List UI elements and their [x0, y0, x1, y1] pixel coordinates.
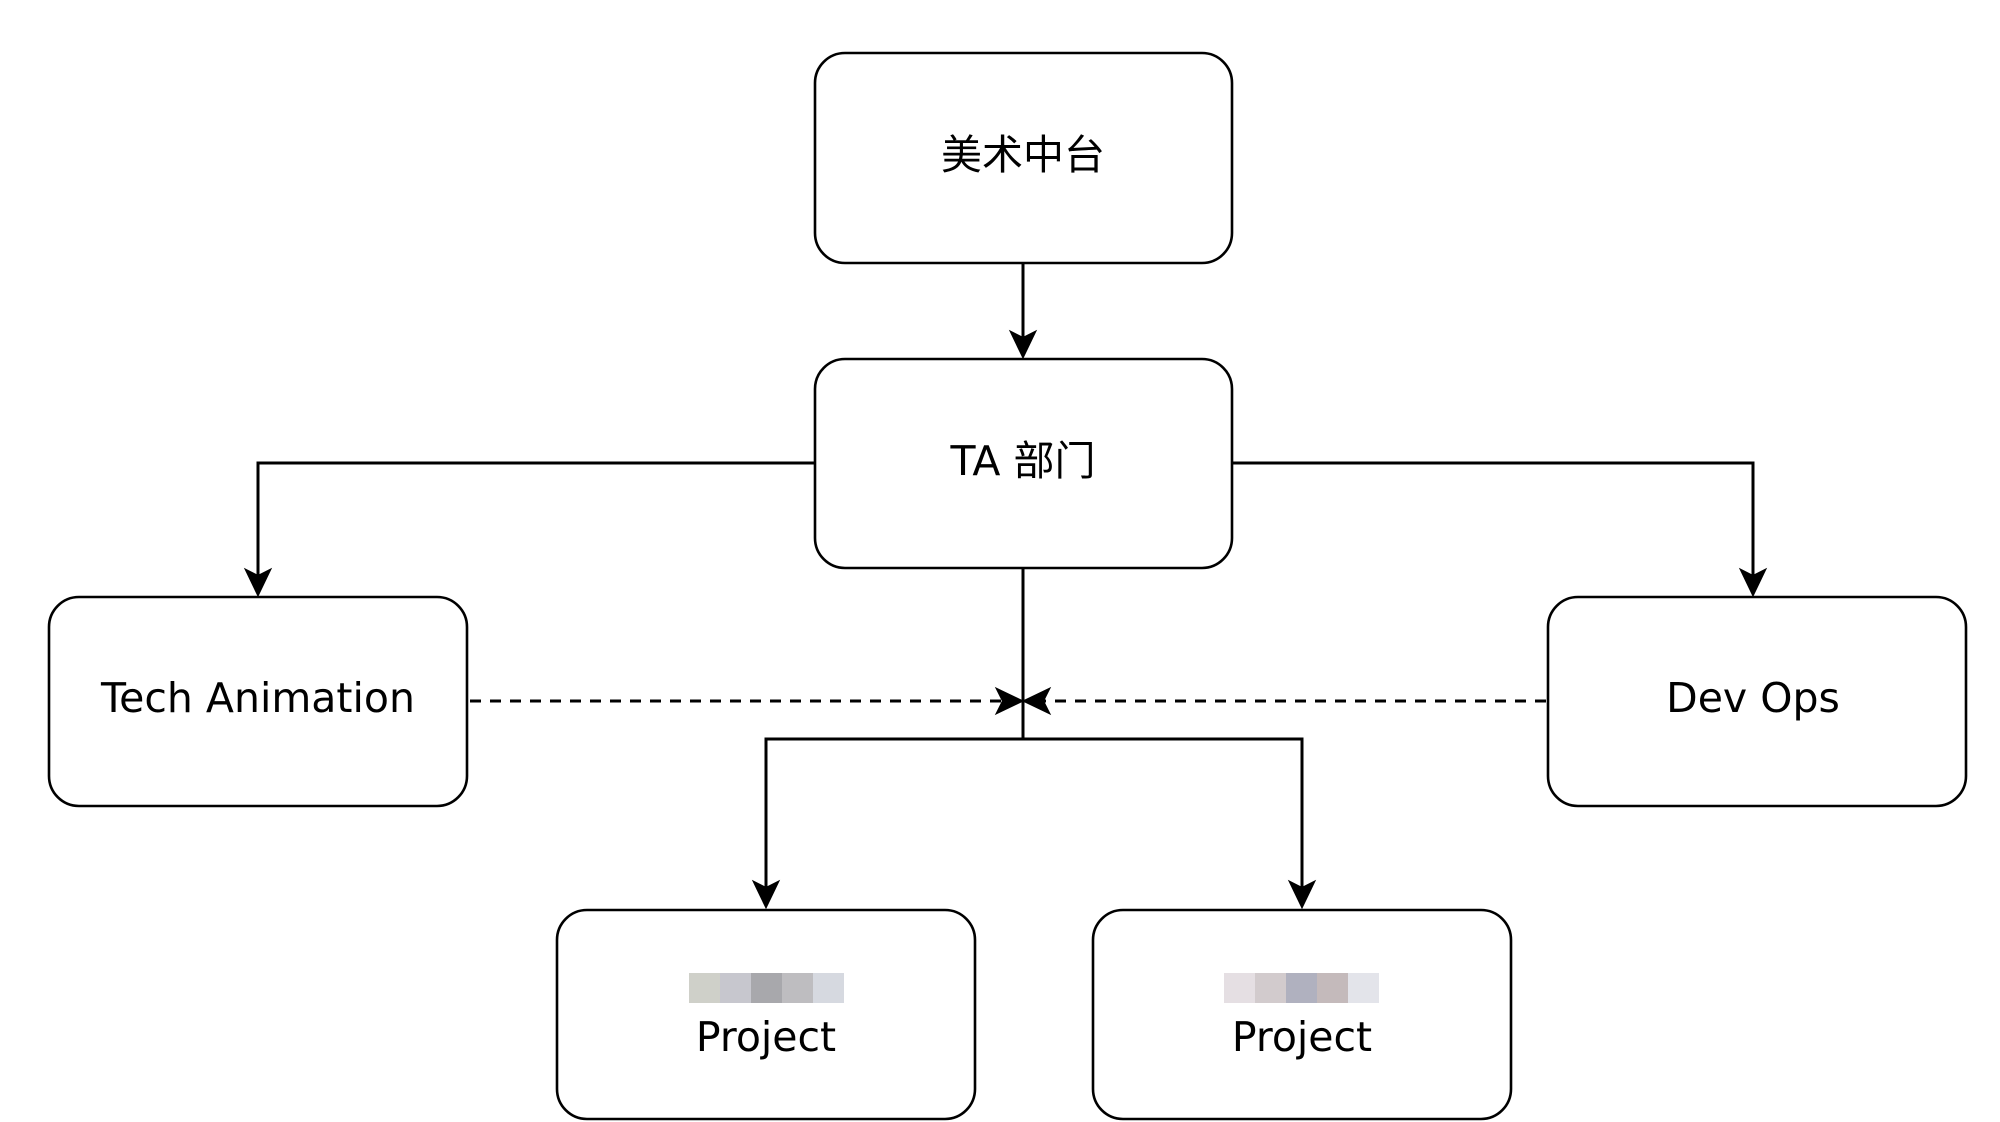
edge-projects-branch: [764, 737, 1304, 889]
redacted-pixel: [751, 973, 782, 1003]
node-dev-ops-box: [1546, 595, 1968, 808]
node-ta-dept-label: TA 部门: [950, 437, 1096, 485]
redacted-pixel: [689, 973, 720, 1003]
redacted-pixel: [720, 973, 751, 1003]
node-tech-animation-label: Tech Animation: [100, 674, 415, 722]
redacted-name-a: [689, 973, 844, 1003]
arrow-head-dashed-left: [994, 686, 1025, 716]
node-project-b-label: Project: [1232, 1013, 1372, 1061]
redacted-pixel: [1224, 973, 1255, 1003]
arrow-head-dev-ops: [1738, 567, 1768, 598]
node-tech-animation-box: [47, 595, 469, 808]
redacted-pixel: [1348, 973, 1379, 1003]
redacted-pixel: [1255, 973, 1286, 1003]
node-ta-dept-box: [813, 357, 1234, 570]
node-art-center: 美术中台: [813, 51, 1234, 265]
node-project-b: Project: [1091, 908, 1513, 1121]
node-tech-animation: Tech Animation: [47, 595, 469, 808]
redacted-pixel: [1317, 973, 1348, 1003]
connectors: [243, 262, 1768, 910]
arrow-head-project-a: [751, 879, 781, 910]
arrow-head-project-b: [1287, 879, 1317, 910]
redacted-name-b: [1224, 973, 1379, 1003]
node-dev-ops: Dev Ops: [1546, 595, 1968, 808]
node-project-b-box: [1091, 908, 1513, 1121]
arrow-head-tech-animation: [243, 567, 273, 598]
node-project-a-box: [555, 908, 977, 1121]
node-art-center-label: 美术中台: [941, 131, 1105, 179]
edge-ta-to-tech-animation: [256, 461, 815, 577]
arrow-head-dashed-right: [1021, 686, 1052, 716]
node-dev-ops-label: Dev Ops: [1666, 674, 1840, 722]
node-project-a: Project: [555, 908, 977, 1121]
node-art-center-box: [813, 51, 1234, 265]
node-project-a-label: Project: [696, 1013, 836, 1061]
edge-ta-to-dev-ops: [1232, 461, 1755, 577]
redacted-pixel: [782, 973, 813, 1003]
redacted-pixel: [813, 973, 844, 1003]
redacted-pixel: [1286, 973, 1317, 1003]
node-ta-dept: TA 部门: [813, 357, 1234, 570]
arrow-head-ta-dept: [1008, 329, 1038, 360]
